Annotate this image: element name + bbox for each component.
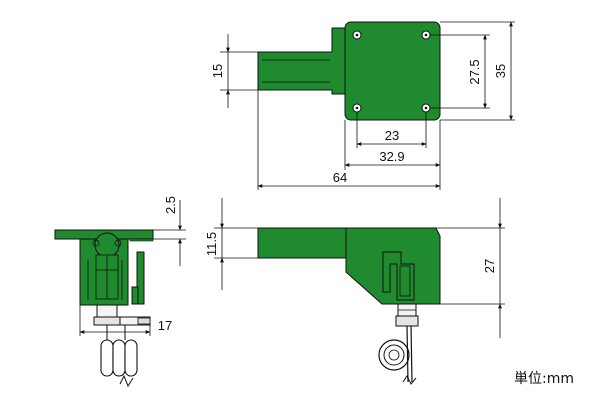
dim-label-27: 27 bbox=[482, 259, 497, 273]
spring-front-icon bbox=[100, 325, 138, 388]
side-view-body bbox=[345, 227, 441, 305]
dim-label-35: 35 bbox=[493, 64, 508, 78]
side-view-slot bbox=[382, 251, 415, 301]
top-view-arm bbox=[257, 27, 346, 95]
side-view-arm bbox=[257, 227, 347, 259]
dim-label-23: 23 bbox=[385, 128, 399, 143]
dim-label-15: 15 bbox=[210, 64, 225, 78]
dim-label-11-5: 11.5 bbox=[204, 232, 219, 256]
side-view: 11.5 27 bbox=[204, 198, 505, 385]
front-view: 2.5 17 bbox=[54, 196, 186, 388]
dim-label-17: 17 bbox=[158, 318, 172, 333]
dim-label-2-5: 2.5 bbox=[163, 196, 178, 214]
dim-label-32-9: 32.9 bbox=[379, 149, 404, 164]
dim-label-27-5: 27.5 bbox=[467, 59, 482, 84]
spring-coil-icon bbox=[378, 325, 417, 385]
top-view: 15 27.5 35 23 32.9 64 bbox=[210, 21, 515, 190]
top-view-body bbox=[344, 21, 441, 121]
unit-label: 単位:mm bbox=[514, 371, 574, 387]
dim-label-64: 64 bbox=[333, 170, 347, 185]
